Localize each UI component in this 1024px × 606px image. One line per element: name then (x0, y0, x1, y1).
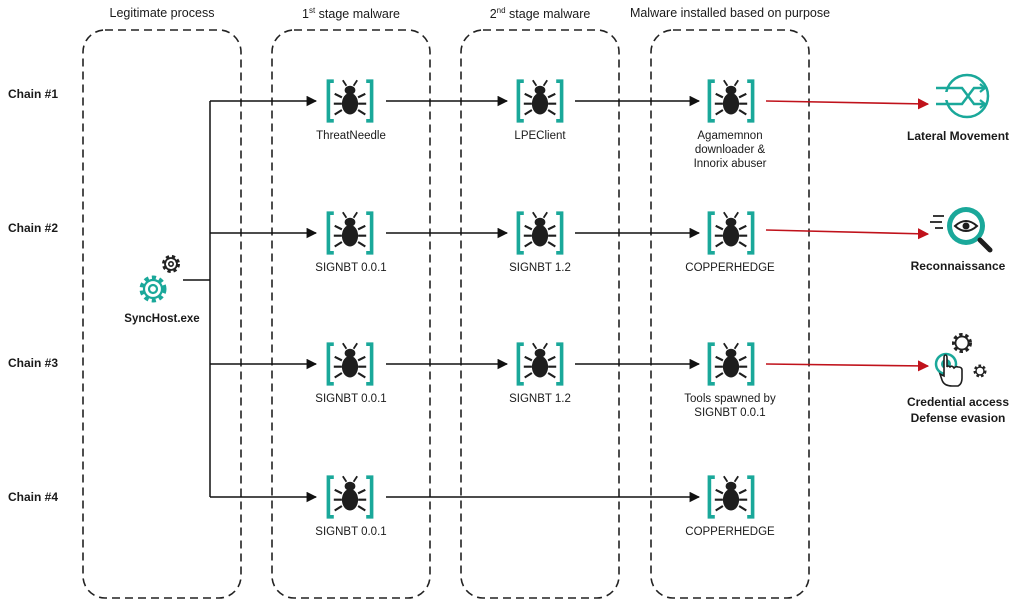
outcome-label-line: Reconnaissance (910, 259, 1006, 273)
outcome-label: Reconnaissance (894, 258, 1022, 274)
outcome-label-line: Credential access (906, 395, 1010, 409)
chain-label: Chain #3 (8, 356, 59, 370)
source-process-label: SyncHost.exe (124, 313, 200, 325)
stage2-header-text: stage malware (505, 7, 591, 22)
arrow-chain2-to-outcome (765, 228, 930, 240)
installed-label-line: Innorix abuser (693, 158, 767, 170)
stage1-header-ordinal: st (308, 6, 316, 15)
stage2-header-number: 2 (489, 7, 497, 22)
installed-malware-label: COPPERHEDGE (661, 525, 799, 539)
installed-label-line: downloader & (694, 144, 766, 156)
chain-label: Chain #1 (8, 87, 59, 101)
installed-malware-label: Tools spawned by SIGNBT 0.0.1 (661, 392, 799, 420)
connector-trunk (183, 101, 211, 497)
column-box-legitimate (82, 29, 242, 599)
installed-label-line: Tools spawned by (684, 393, 776, 405)
malware-bug-icon (325, 474, 375, 520)
column-box-stage2 (460, 29, 620, 599)
stage2-malware-label: LPEClient (514, 130, 566, 142)
stage1-malware-label: ThreatNeedle (316, 130, 386, 142)
arrow-chain1-to-outcome (765, 98, 930, 110)
installed-label-line: Agamemnon (697, 130, 763, 142)
stage1-malware-label: SIGNBT 0.0.1 (315, 393, 387, 405)
reconnaissance-eye-icon (930, 207, 993, 253)
column-header-stage2: 2nd stage malware (451, 6, 629, 21)
stage2-malware-label: SIGNBT 1.2 (509, 262, 571, 274)
installed-label-line: COPPERHEDGE (685, 262, 775, 274)
installed-label-line: SIGNBT 0.0.1 (694, 407, 766, 419)
column-header-stage1: 1st stage malware (262, 6, 440, 21)
stage1-header-number: 1 (302, 7, 309, 22)
chain-label: Chain #4 (8, 490, 59, 504)
installed-label-line: COPPERHEDGE (685, 526, 775, 538)
malware-bug-icon (706, 474, 756, 520)
malware-bug-icon (515, 341, 565, 387)
installed-malware-label: Agamemnon downloader & Innorix abuser (661, 129, 799, 171)
stage2-malware-label: SIGNBT 1.2 (509, 393, 571, 405)
stage1-header-text: stage malware (315, 7, 400, 22)
malware-bug-icon (325, 78, 375, 124)
synchost-gear-icon (139, 255, 180, 303)
malware-bug-icon (515, 78, 565, 124)
column-header-installed: Malware installed based on purpose (629, 6, 831, 20)
installed-malware-label: COPPERHEDGE (661, 261, 799, 275)
stage1-malware-label: SIGNBT 0.0.1 (315, 526, 387, 538)
credential-access-icon (934, 333, 987, 387)
stage1-malware-label: SIGNBT 0.0.1 (315, 262, 387, 274)
lateral-movement-icon (934, 73, 990, 119)
stage2-header-ordinal: nd (496, 6, 506, 15)
arrow-chain3-to-outcome (765, 360, 930, 372)
malware-bug-icon (325, 210, 375, 256)
outcome-label-line: Defense evasion (910, 411, 1006, 425)
malware-bug-icon (325, 341, 375, 387)
malware-bug-icon (706, 341, 756, 387)
chain-label: Chain #2 (8, 221, 59, 235)
outcome-label: Lateral Movement (894, 128, 1022, 144)
column-header-legitimate: Legitimate process (109, 6, 215, 20)
malware-bug-icon (706, 210, 756, 256)
malware-bug-icon (515, 210, 565, 256)
column-box-stage1 (271, 29, 431, 599)
malware-bug-icon (706, 78, 756, 124)
outcome-label: Credential access Defense evasion (894, 394, 1022, 426)
outcome-label-line: Lateral Movement (906, 129, 1010, 143)
column-box-installed (650, 29, 810, 599)
